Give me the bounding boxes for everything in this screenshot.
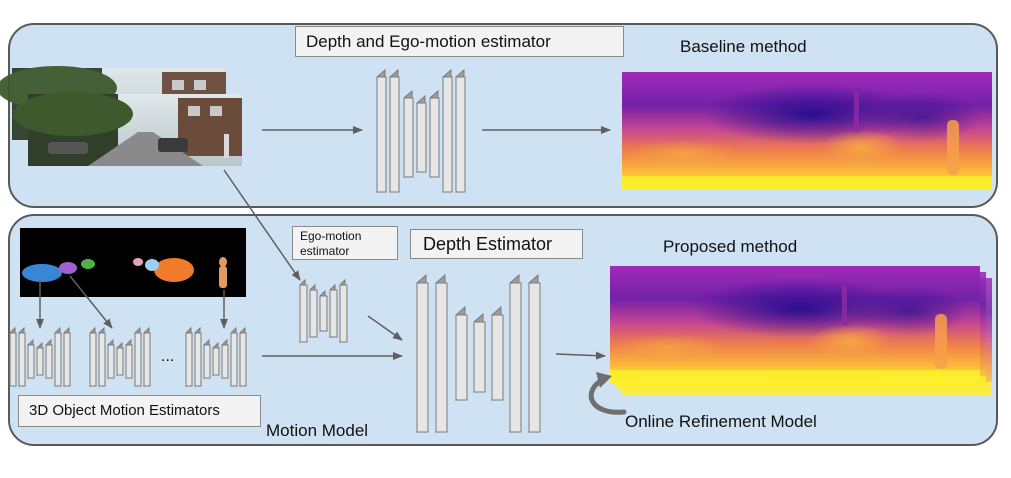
segmentation-mask [20,228,246,297]
depth-estimator-label: Depth Estimator [410,229,583,259]
refinement-loop-arrow [588,377,627,415]
arrow-input-to-ego [223,169,301,281]
ego-label-line-2: estimator [300,244,350,258]
top-panel-title: Depth and Ego-motion estimator [295,26,624,57]
arrow-ego-to-depth [367,315,403,341]
object-motion-network-3 [185,326,247,388]
depth-ego-network [376,68,466,194]
ego-motion-estimator-label: Ego-motion estimator [292,226,398,260]
proposed-method-label: Proposed method [663,237,798,256]
object-motion-network-2 [89,326,151,388]
motion-model-label: Motion Model [266,421,369,440]
arrow-mask-to-object-net-2 [69,275,113,329]
object-motion-network-1 [9,326,71,388]
ego-label-line-1: Ego-motion [300,229,362,243]
input-image-frames [0,66,242,166]
proposed-depth-map-stack [610,266,992,396]
ego-motion-network [299,278,348,344]
online-refinement-label: Online Refinement Model [625,412,817,431]
baseline-depth-map [622,72,992,190]
refinement-loop-arrowhead [596,372,612,388]
object-motion-estimators-label: 3D Object Motion Estimators [18,395,261,427]
baseline-method-label: Baseline method [680,37,807,56]
ellipsis-label: ... [161,348,175,365]
depth-estimator-network [416,273,541,434]
arrow-depth-to-proposed [555,351,606,360]
